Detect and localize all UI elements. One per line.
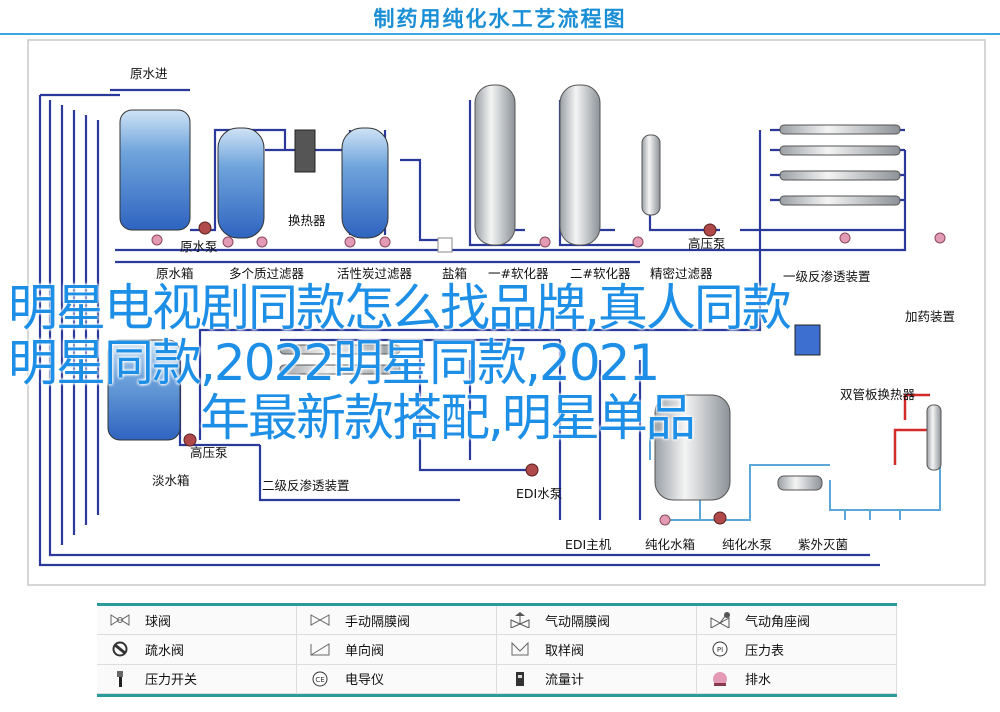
- label-carbon-filter: 活性炭过滤器: [337, 266, 413, 281]
- uv-sterilizer: [777, 475, 823, 491]
- label-salt-tank: 盐箱: [442, 266, 467, 281]
- overlay-text-line-1: 明星电视剧同款怎么找品牌,真人同款: [8, 279, 792, 337]
- label-edi-pump: EDI水泵: [516, 486, 562, 501]
- label-purified-water-pump: 纯化水泵: [722, 537, 772, 552]
- softener-1: [474, 84, 516, 246]
- equipment-labels: 原水进 原水泵 换热器 高压泵 原水箱 多个质过滤器 活性炭过滤器 盐箱 一#软…: [130, 66, 955, 552]
- fresh-water-tank: [107, 339, 181, 441]
- equipment: [107, 84, 946, 526]
- label-high-pressure-pump-2: 高压泵: [190, 445, 228, 460]
- ball-valve-icon: [110, 614, 130, 627]
- page-title: 制药用纯化水工艺流程图: [373, 7, 627, 31]
- label-precision-filter: 精密过滤器: [650, 266, 713, 281]
- label-raw-water-pump: 原水泵: [180, 239, 218, 254]
- legend-item: 气动隔膜阀: [497, 606, 697, 636]
- process-flow-diagram: 原水进 原水泵 换热器 高压泵 原水箱 多个质过滤器 活性炭过滤器 盐箱 一#软…: [27, 39, 986, 586]
- pressure-gauge-icon: PI: [712, 641, 728, 657]
- label-softener-2: 二#软化器: [570, 266, 631, 281]
- legend-label: 流量计: [545, 673, 585, 689]
- legend-label: 电导仪: [345, 673, 385, 689]
- overlay-text-line-2: 明星同款,2022明星同款,2021: [8, 334, 660, 392]
- legend-item: PI 压力表: [697, 635, 897, 665]
- heat-exchanger: [294, 129, 316, 173]
- legend-item: 排水: [697, 664, 897, 694]
- legend-item: 气动角座阀: [697, 606, 897, 636]
- manual-diaphragm-valve-icon: [310, 614, 330, 627]
- label-fresh-water-tank: 淡水箱: [152, 473, 190, 488]
- legend-label: 气动角座阀: [745, 614, 811, 630]
- legend-item: 压力开关: [97, 664, 297, 694]
- double-tube-heat-exchanger: [926, 404, 942, 471]
- label-double-tube-heat-exchanger: 双管板换热器: [840, 387, 916, 402]
- pumps: [183, 221, 727, 525]
- drain-valve-icon: [112, 641, 128, 657]
- multi-media-filter: [217, 127, 265, 239]
- legend-label: 压力表: [745, 643, 785, 659]
- label-uv-sterilizer: 紫外灭菌: [798, 537, 848, 552]
- carbon-filter: [341, 127, 389, 239]
- title-divider: [0, 33, 1000, 35]
- legend-item: 手动隔膜阀: [297, 606, 497, 636]
- sampling-valve-icon: [511, 642, 529, 656]
- drain-points: [151, 232, 946, 526]
- legend-table: 球阀 手动隔膜阀 气动隔膜阀 气动角座阀 疏水阀 单向阀 取样阀 PI 压力表 压…: [97, 603, 897, 697]
- check-valve-icon: [310, 643, 330, 656]
- label-raw-water-in: 原水进: [130, 66, 168, 81]
- label-ro-stage-2: 二级反渗透装置: [262, 478, 350, 493]
- legend-item: 疏水阀: [97, 635, 297, 665]
- diagram-frame: [27, 39, 986, 586]
- legend-item: 流量计: [497, 664, 697, 694]
- dosing-pipes: [893, 393, 930, 465]
- label-dosing-unit: 加药装置: [905, 309, 955, 324]
- label-high-pressure-pump-1: 高压泵: [688, 236, 726, 251]
- legend-label: 球阀: [145, 614, 172, 630]
- pressure-switch-icon: [117, 670, 123, 687]
- ro-stage-2-membranes: [279, 344, 401, 375]
- salt-tank: [437, 237, 453, 253]
- legend-label: 手动隔膜阀: [345, 614, 411, 630]
- label-ro-stage-1: 一级反渗透装置: [783, 269, 871, 284]
- pneumatic-angle-valve-icon: [710, 612, 730, 629]
- overlay-text-line-3: 年最新款搭配,明星单品: [200, 389, 696, 447]
- legend-item: 取样阀: [497, 635, 697, 665]
- legend-label: 气动隔膜阀: [545, 614, 611, 630]
- legend-label: 排水: [745, 673, 772, 689]
- svg-text:CE: CE: [315, 676, 324, 684]
- svg-text:PI: PI: [717, 646, 723, 654]
- purified-water-tank: [654, 394, 731, 501]
- legend-item: 单向阀: [297, 635, 497, 665]
- label-heat-exchanger: 换热器: [288, 213, 326, 228]
- flow-meter-icon: [516, 671, 524, 686]
- conductivity-meter-icon: CE: [312, 671, 328, 687]
- legend-label: 单向阀: [345, 643, 385, 659]
- label-raw-water-tank: 原水箱: [156, 266, 194, 281]
- label-multi-media-filter: 多个质过滤器: [229, 266, 305, 281]
- pneumatic-diaphragm-valve-icon: [510, 612, 530, 629]
- drain-icon: [713, 671, 727, 686]
- label-edi-host: EDI主机: [565, 537, 612, 552]
- label-softener-1: 一#软化器: [488, 266, 549, 281]
- legend-label: 压力开关: [145, 673, 198, 689]
- softener-2: [559, 84, 601, 246]
- legend-label: 疏水阀: [145, 643, 185, 659]
- label-purified-water-tank: 纯化水箱: [645, 537, 695, 552]
- raw-water-tank: [119, 109, 191, 231]
- legend-item: 球阀: [97, 606, 297, 636]
- legend-item: CE 电导仪: [297, 664, 497, 694]
- dosing-tank: [794, 324, 821, 356]
- ro-stage-1-membranes: [779, 124, 901, 206]
- legend-label: 取样阀: [545, 643, 585, 659]
- product-pipes: [649, 420, 941, 521]
- precision-filter: [641, 134, 661, 216]
